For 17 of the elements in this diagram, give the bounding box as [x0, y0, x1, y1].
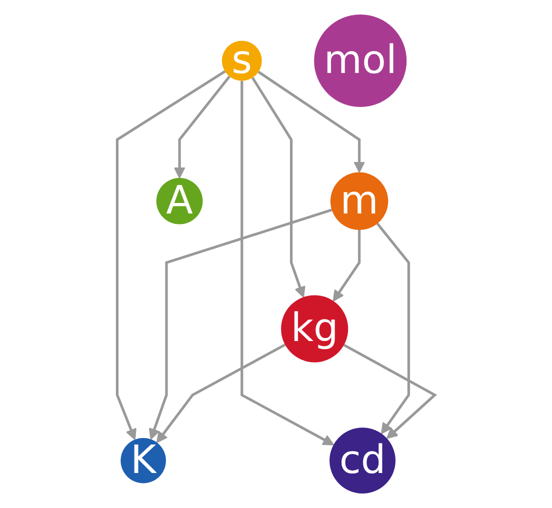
arrow — [343, 344, 438, 439]
node-circle: K — [120, 438, 166, 484]
arrow — [148, 208, 332, 440]
node-circle: s — [222, 40, 262, 81]
node-circle: A — [156, 178, 203, 224]
arrow — [240, 80, 334, 446]
arrow — [258, 70, 366, 173]
arrow — [156, 344, 286, 443]
arrow — [116, 70, 226, 440]
node-circle: m — [330, 172, 388, 230]
arrow — [376, 222, 410, 434]
arrow — [174, 76, 230, 178]
node-circle: cd — [330, 428, 396, 494]
arrow — [251, 76, 306, 298]
arrow — [332, 230, 361, 302]
node-circle: kg — [281, 295, 348, 362]
node-circle: mol — [314, 14, 407, 107]
